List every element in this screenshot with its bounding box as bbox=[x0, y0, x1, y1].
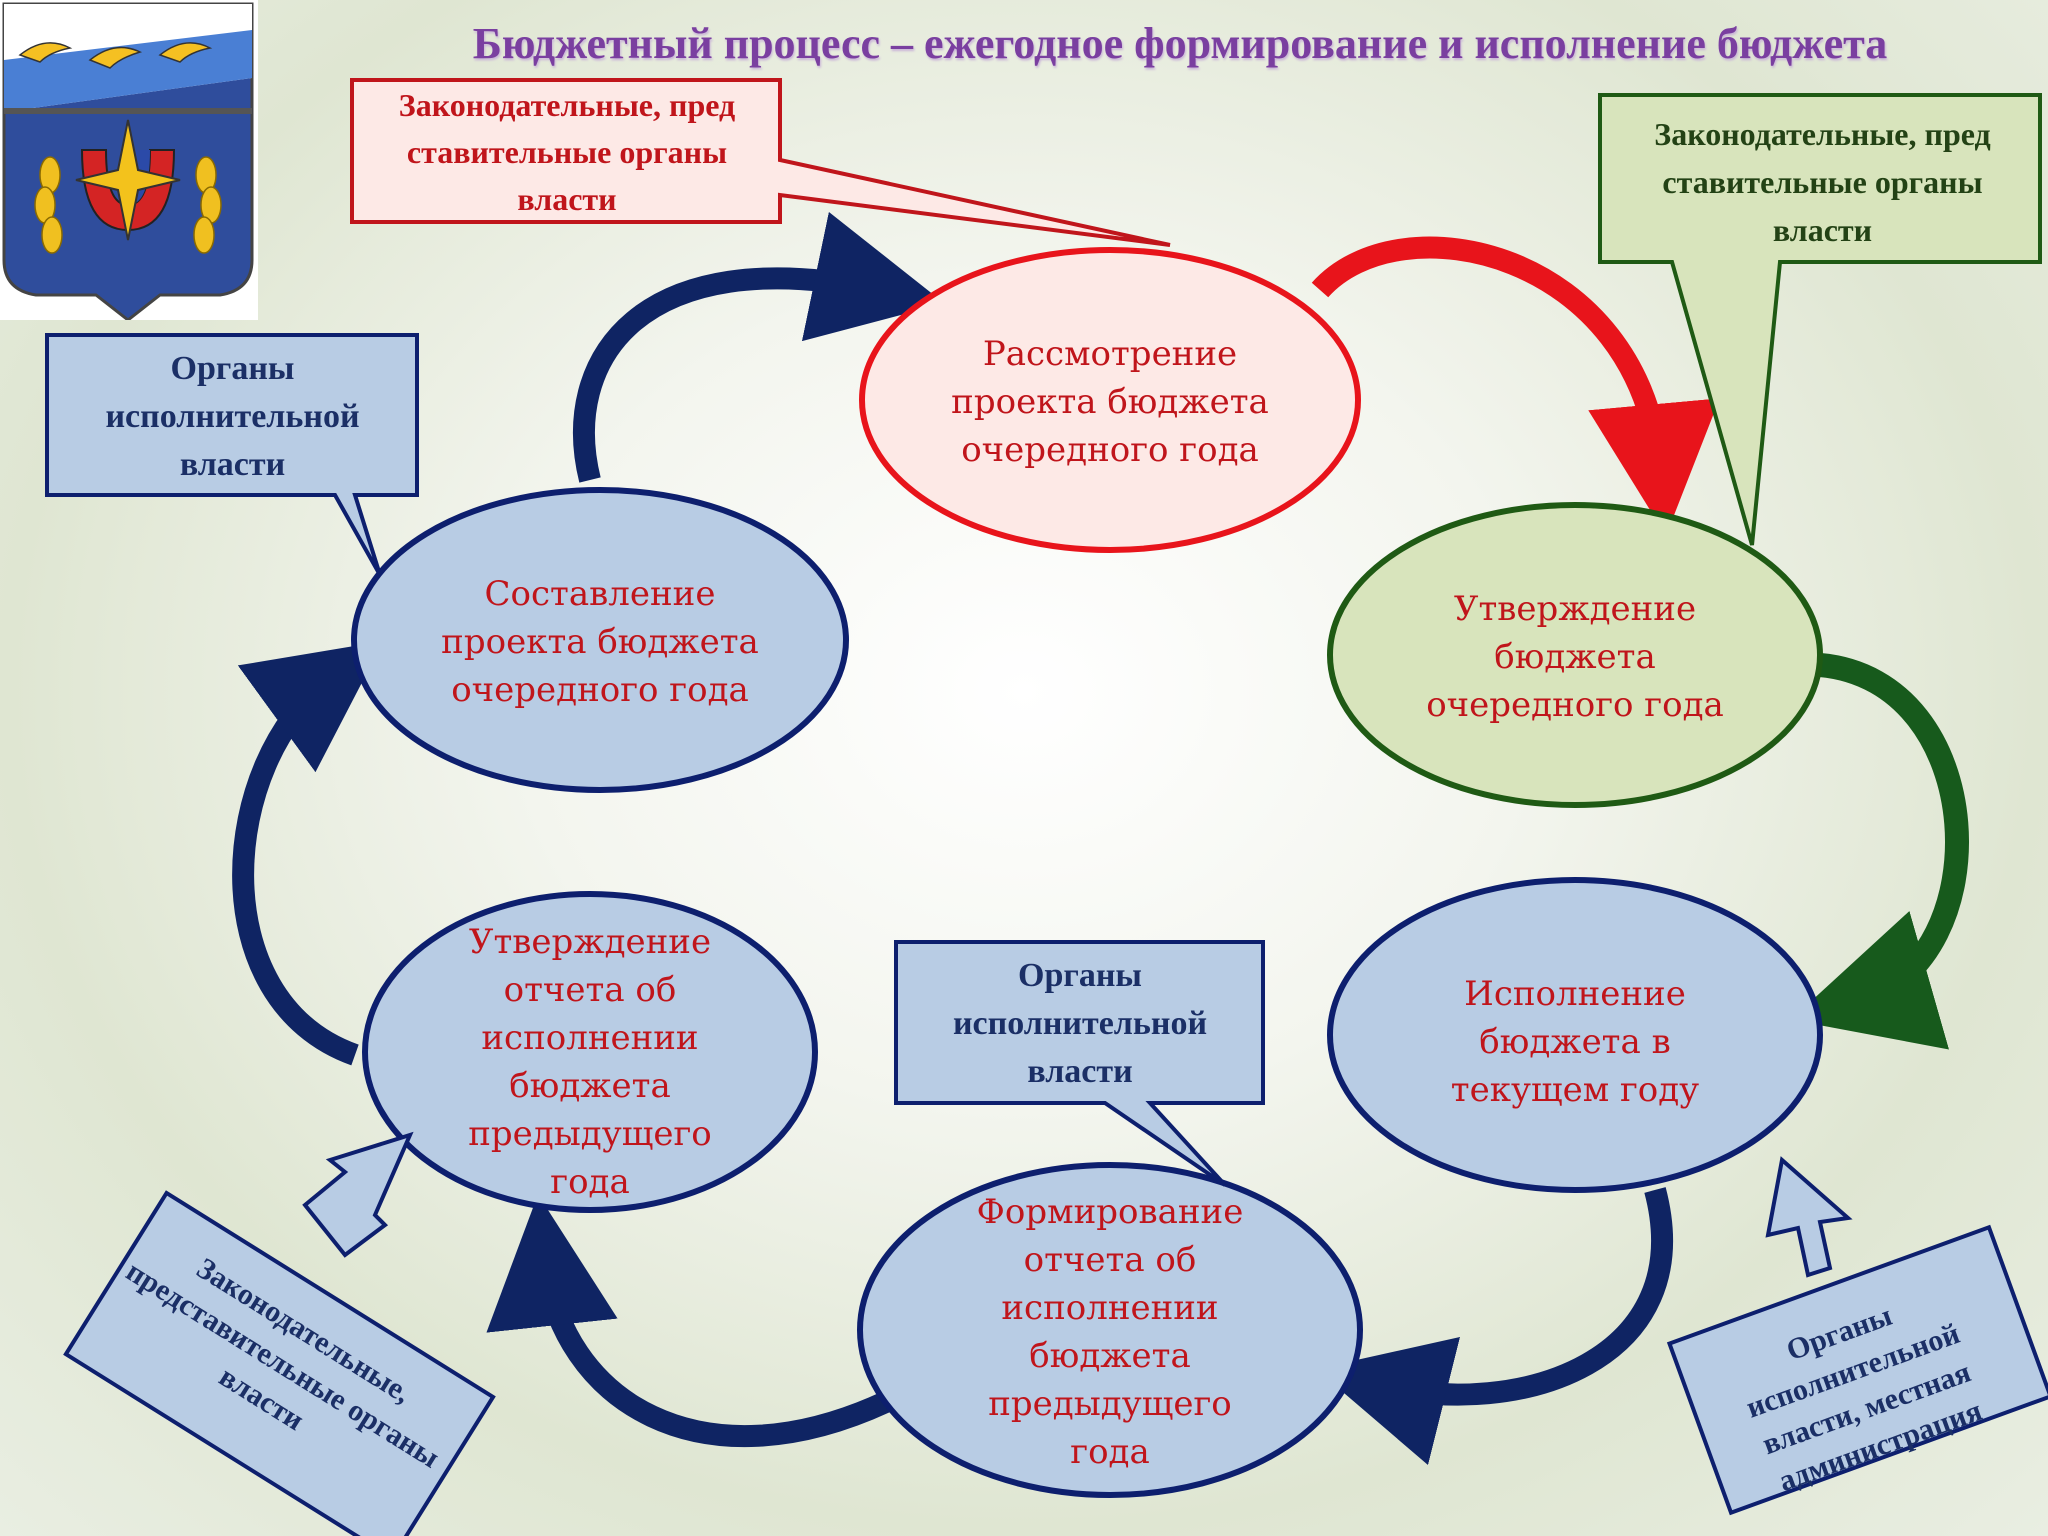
callout-legis-top-green: Законодательные, пред ставительные орган… bbox=[1654, 116, 1991, 248]
hollow-arrow-up-right bbox=[1765, 1156, 1853, 1278]
callout-legis-top-red: Законодательные, пред ставительные орган… bbox=[398, 87, 736, 217]
coat-of-arms-icon bbox=[0, 0, 258, 320]
arrow-approval-to-execution bbox=[1790, 653, 1969, 1050]
arrow-execution-to-report-forming bbox=[1315, 1187, 1673, 1466]
hollow-arrow-up-left bbox=[302, 1131, 414, 1258]
callout-exec-bottom-right-box bbox=[1666, 1224, 2048, 1516]
node-drafting-label: Составление проекта бюджета очередного г… bbox=[441, 574, 759, 710]
node-execution bbox=[1327, 877, 1823, 1193]
callout-exec-bottom-center: Органы исполнительной власти bbox=[952, 957, 1208, 1090]
node-drafting bbox=[351, 487, 849, 793]
arrow-report-forming-to-report-approval bbox=[486, 1194, 895, 1447]
node-report-approval bbox=[362, 891, 818, 1213]
callout-exec-top-left-box bbox=[45, 333, 419, 576]
callout-legis-bottom-left-box bbox=[63, 1190, 496, 1536]
callout-exec-bottom-box bbox=[894, 940, 1265, 1187]
node-approval-label: Утверждение бюджета очередного года bbox=[1426, 589, 1724, 725]
arrow-review-to-approval bbox=[1311, 236, 1720, 536]
node-execution-label: Исполнение бюджета в текущем году bbox=[1450, 974, 1700, 1110]
node-report-forming bbox=[857, 1162, 1363, 1498]
node-review bbox=[859, 247, 1361, 553]
node-report-forming-label: Формирование отчета об исполнении бюджет… bbox=[976, 1192, 1244, 1472]
callout-legis-green-box bbox=[1598, 93, 2042, 546]
arrow-drafting-to-review bbox=[572, 211, 945, 483]
callout-legis-red-box bbox=[350, 78, 1171, 247]
node-review-label: Рассмотрение проекта бюджета очередного … bbox=[951, 334, 1269, 470]
arrow-report-approval-to-drafting bbox=[232, 641, 384, 1066]
node-report-approval-label: Утверждение отчета об исполнении бюджета… bbox=[468, 922, 712, 1202]
callout-exec-top-left: Органы исполнительной власти bbox=[105, 350, 360, 483]
page-title: Бюджетный процесс – ежегодное формирован… bbox=[472, 19, 1888, 68]
node-approval bbox=[1327, 502, 1823, 808]
